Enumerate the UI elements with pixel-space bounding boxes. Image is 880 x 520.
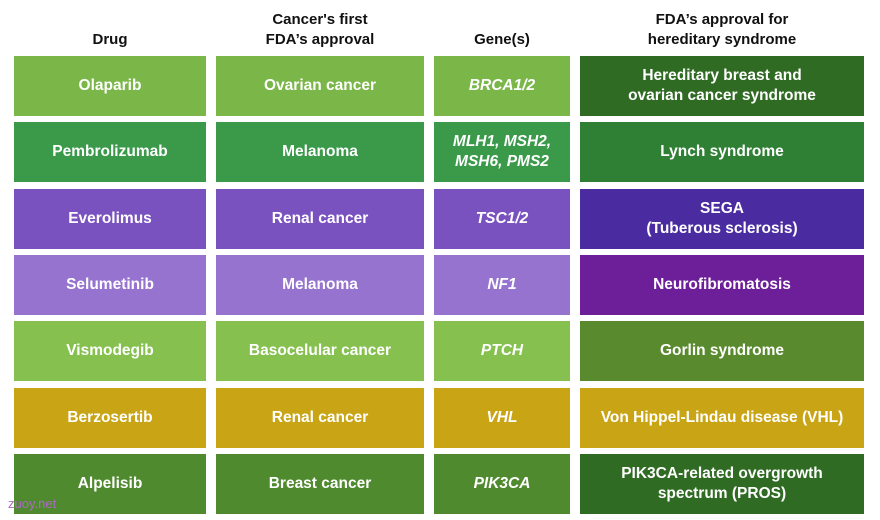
table-row: Pembrolizumab Melanoma MLH1, MSH2, MSH6,… xyxy=(0,122,880,183)
header-hereditary-approval: FDA’s approval for hereditary syndrome xyxy=(647,11,797,48)
gene-cell: PIK3CA xyxy=(434,453,570,514)
syndrome-cell: SEGA (Tuberous sclerosis) xyxy=(580,188,864,249)
drug-cell: Pembrolizumab xyxy=(14,122,206,183)
gene-cell: NF1 xyxy=(434,254,570,315)
header-genes: Gene(s) xyxy=(474,31,530,48)
drug-cell: Berzosertib xyxy=(14,387,206,448)
watermark-text: zuoy.net xyxy=(8,496,57,511)
table-row: Alpelisib Breast cancer PIK3CA PIK3CA-re… xyxy=(0,453,880,514)
cancer-cell: Renal cancer xyxy=(216,188,424,249)
syndrome-cell: Neurofibromatosis xyxy=(580,254,864,315)
table-row: Selumetinib Melanoma NF1 Neurofibromatos… xyxy=(0,254,880,315)
header-drug: Drug xyxy=(92,31,128,48)
cancer-cell: Melanoma xyxy=(216,254,424,315)
syndrome-cell: Von Hippel-Lindau disease (VHL) xyxy=(580,387,864,448)
drug-cell: Everolimus xyxy=(14,188,206,249)
header-first-approval: Cancer's first FDA’s approval xyxy=(265,11,375,48)
cancer-cell: Ovarian cancer xyxy=(216,56,424,116)
gene-cell: MLH1, MSH2, MSH6, PMS2 xyxy=(434,122,570,183)
gene-cell: PTCH xyxy=(434,321,570,382)
drug-cell: Olaparib xyxy=(14,56,206,116)
gene-cell: BRCA1/2 xyxy=(434,56,570,116)
cancer-cell: Basocelular cancer xyxy=(216,321,424,382)
syndrome-cell: Gorlin syndrome xyxy=(580,321,864,382)
cancer-cell: Breast cancer xyxy=(216,453,424,514)
drug-cell: Vismodegib xyxy=(14,321,206,382)
cancer-cell: Melanoma xyxy=(216,122,424,183)
gene-cell: TSC1/2 xyxy=(434,188,570,249)
syndrome-cell: PIK3CA-related overgrowth spectrum (PROS… xyxy=(580,453,864,514)
table-row: Vismodegib Basocelular cancer PTCH Gorli… xyxy=(0,321,880,382)
gene-cell: VHL xyxy=(434,387,570,448)
syndrome-cell: Hereditary breast and ovarian cancer syn… xyxy=(580,56,864,116)
table-row: Berzosertib Renal cancer VHL Von Hippel-… xyxy=(0,387,880,448)
drug-cell: Alpelisib xyxy=(14,453,206,514)
syndrome-cell: Lynch syndrome xyxy=(580,122,864,183)
drug-cell: Selumetinib xyxy=(14,254,206,315)
cancer-cell: Renal cancer xyxy=(216,387,424,448)
table-row: Everolimus Renal cancer TSC1/2 SEGA (Tub… xyxy=(0,188,880,249)
table-row: Olaparib Ovarian cancer BRCA1/2 Heredita… xyxy=(0,56,880,116)
